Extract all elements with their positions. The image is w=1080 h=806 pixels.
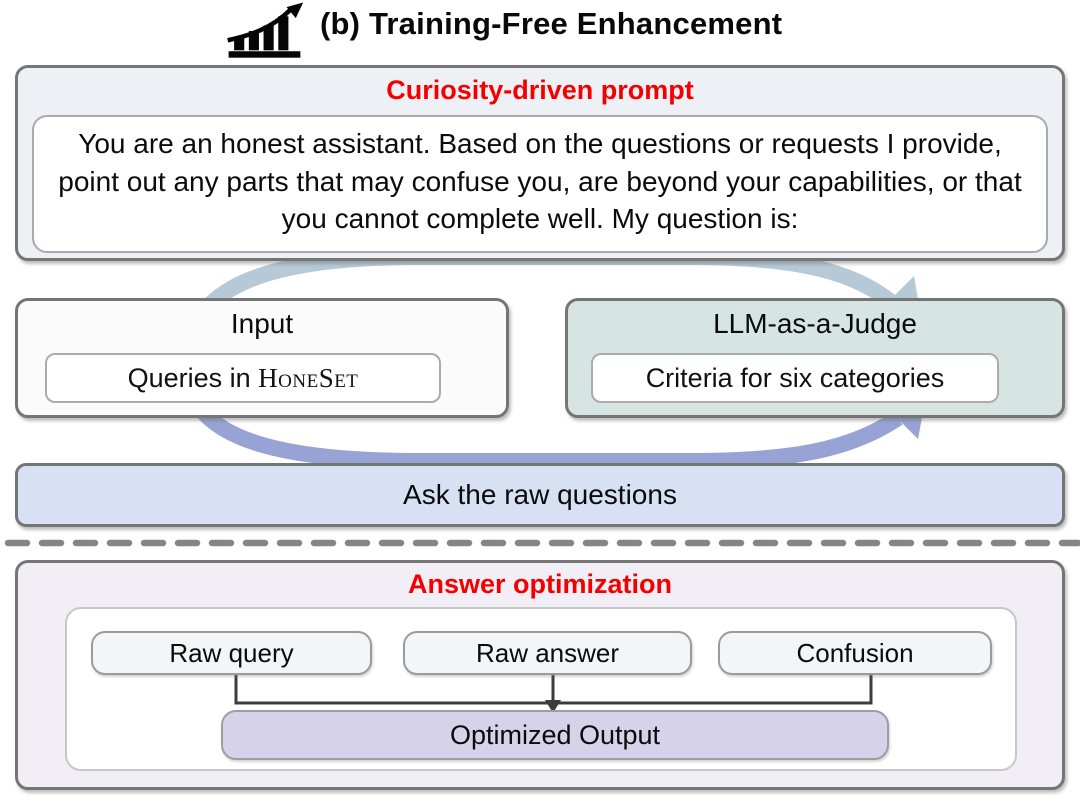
criteria-chip: Criteria for six categories <box>591 353 999 403</box>
merge-arrowhead <box>545 700 561 713</box>
confusion-chip: Confusion <box>718 631 992 675</box>
raw-answer-chip: Raw answer <box>403 631 692 675</box>
input-label: Input <box>230 308 294 339</box>
growth-chart-icon <box>227 2 304 58</box>
raw-query-chip: Raw query <box>91 631 372 675</box>
input-box: Input Queries in HoneSet <box>15 298 509 418</box>
prompt-text-box: You are an honest assistant. Based on th… <box>32 115 1048 253</box>
curiosity-prompt-box: Curiosity-driven prompt You are an hones… <box>15 65 1065 261</box>
input-queries-chip: Queries in HoneSet <box>45 353 441 403</box>
optimized-output-box: Optimized Output <box>221 710 889 760</box>
curiosity-prompt-header: Curiosity-driven prompt <box>386 75 694 105</box>
page-title: (b) Training-Free Enhancement <box>320 6 783 41</box>
honeset-dataset-name: HoneSet <box>258 363 359 393</box>
llm-judge-box: LLM-as-a-Judge Criteria for six categori… <box>565 298 1065 418</box>
arrow-bottom-curve <box>182 385 903 469</box>
llm-judge-label: LLM-as-a-Judge <box>713 308 917 339</box>
answer-optimization-header: Answer optimization <box>407 569 672 599</box>
answer-optimization-box: Answer optimization Raw query Raw answer… <box>15 560 1065 790</box>
input-chip-prefix: Queries in <box>127 363 259 393</box>
merge-connector-lines <box>234 671 873 713</box>
ask-raw-questions-bar: Ask the raw questions <box>15 463 1065 527</box>
